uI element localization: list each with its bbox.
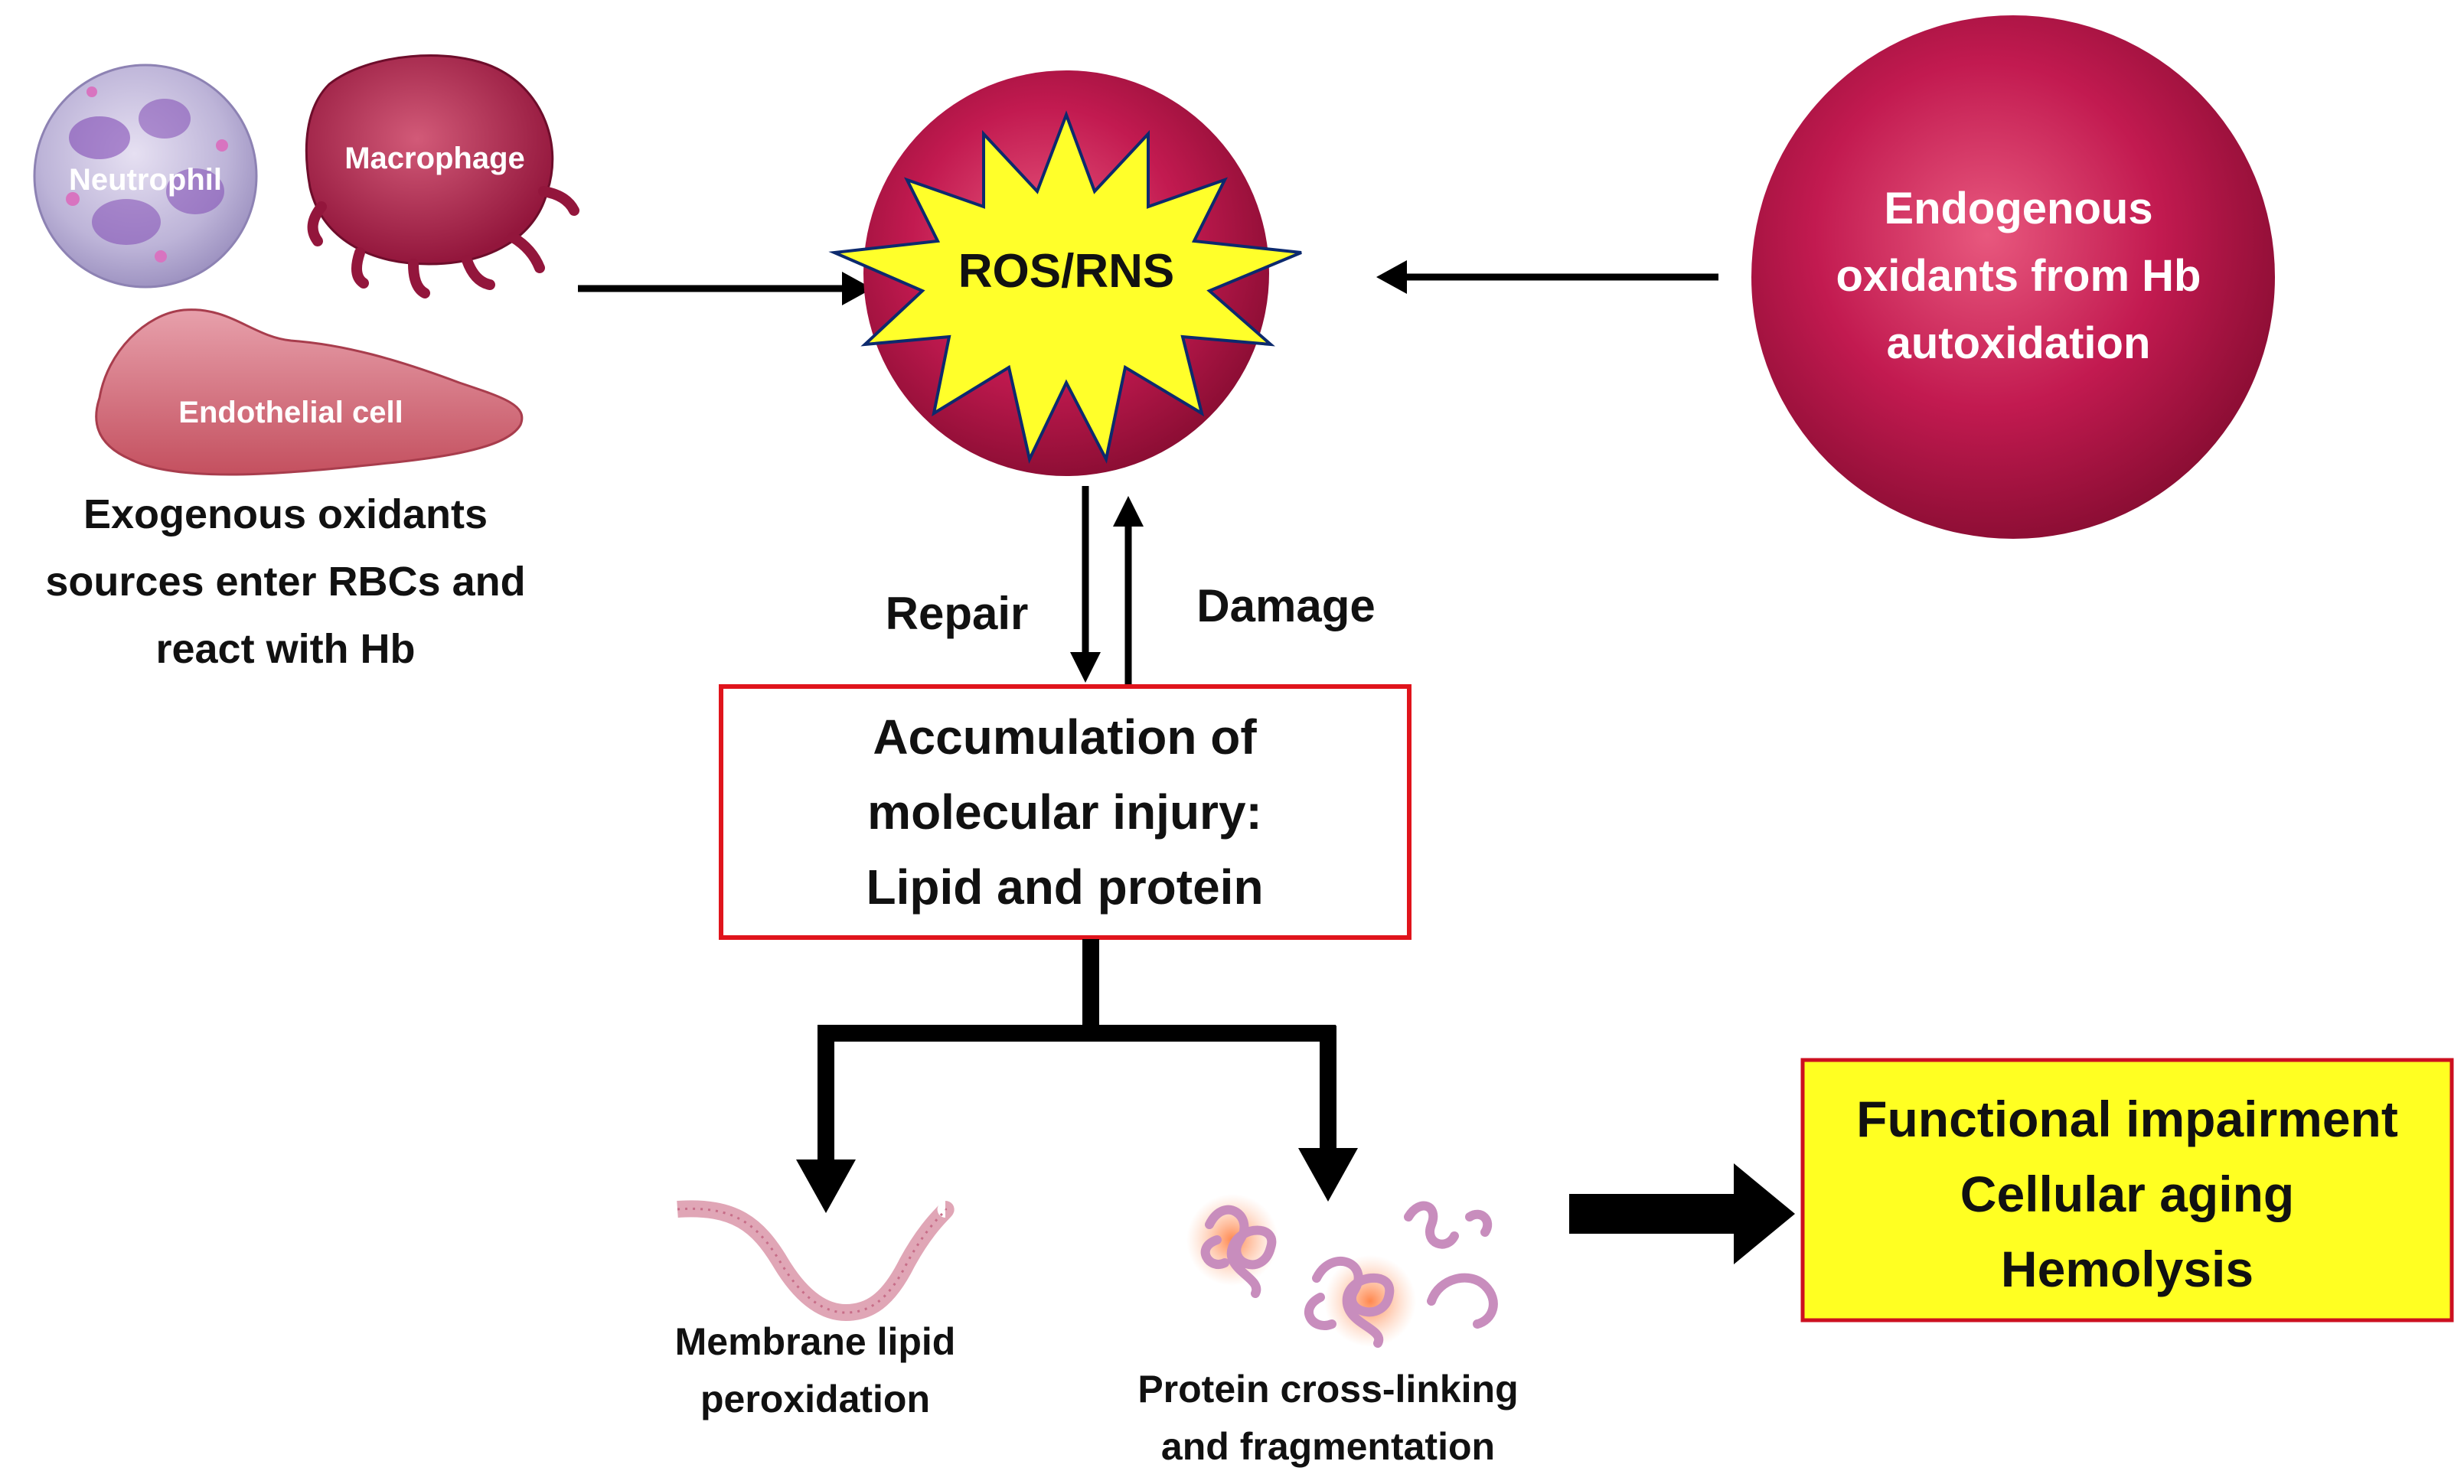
endogenous-to-ros-arrow: [1376, 260, 1718, 294]
damage-label: Damage: [1196, 580, 1375, 631]
protein-line: Protein cross-linking: [1137, 1368, 1518, 1411]
exogenous-caption-line: sources enter RBCs and: [45, 559, 525, 605]
ros-label: ROS/RNS: [958, 245, 1174, 298]
exogenous-caption-line: Exogenous oxidants: [83, 491, 488, 537]
exogenous-caption: Exogenous oxidants sources enter RBCs an…: [45, 491, 525, 672]
repair-arrow: [1070, 486, 1101, 683]
outcome-line: Hemolysis: [2001, 1241, 2253, 1297]
endogenous-line: Endogenous: [1884, 184, 2152, 233]
lipid-line: peroxidation: [700, 1378, 930, 1420]
damage-arrow: [1113, 496, 1144, 685]
endogenous-rbc: Endogenous oxidants from Hb autoxidation: [1751, 15, 2275, 539]
endothelial-label: Endothelial cell: [178, 396, 403, 429]
outcome-line: Functional impairment: [1856, 1091, 2398, 1147]
branch-arrows: [796, 939, 1358, 1213]
exogenous-to-ros-arrow: [578, 272, 873, 305]
injury-line: Lipid and protein: [866, 859, 1263, 915]
protein-line: and fragmentation: [1161, 1425, 1495, 1468]
neutrophil-cell: Neutrophil: [33, 64, 258, 289]
injury-box: Accumulation of molecular injury: Lipid …: [719, 684, 1411, 940]
injury-line: Accumulation of: [873, 709, 1257, 765]
endothelial-cell: Endothelial cell: [95, 308, 524, 476]
ros-starburst: [828, 110, 1302, 465]
endogenous-line: oxidants from Hb: [1836, 251, 2201, 301]
exogenous-caption-line: react with Hb: [155, 626, 415, 672]
protein-illustration: [1186, 1194, 1498, 1348]
endogenous-line: autoxidation: [1887, 318, 2151, 368]
lipid-line: Membrane lipid: [675, 1320, 956, 1363]
outcome-line: Cellular aging: [1960, 1166, 2294, 1222]
repair-label: Repair: [886, 588, 1029, 639]
ros-rbc: ROS/RNS: [828, 70, 1302, 476]
injury-line: molecular injury:: [867, 784, 1262, 840]
membrane-lipid-illustration: [677, 1200, 955, 1322]
neutrophil-label: Neutrophil: [69, 163, 222, 197]
outcome-arrow: [1569, 1163, 1795, 1264]
macrophage-cell: Macrophage: [305, 54, 579, 298]
outcome-box: Functional impairment Cellular aging Hem…: [1800, 1058, 2454, 1323]
macrophage-label: Macrophage: [344, 142, 525, 175]
